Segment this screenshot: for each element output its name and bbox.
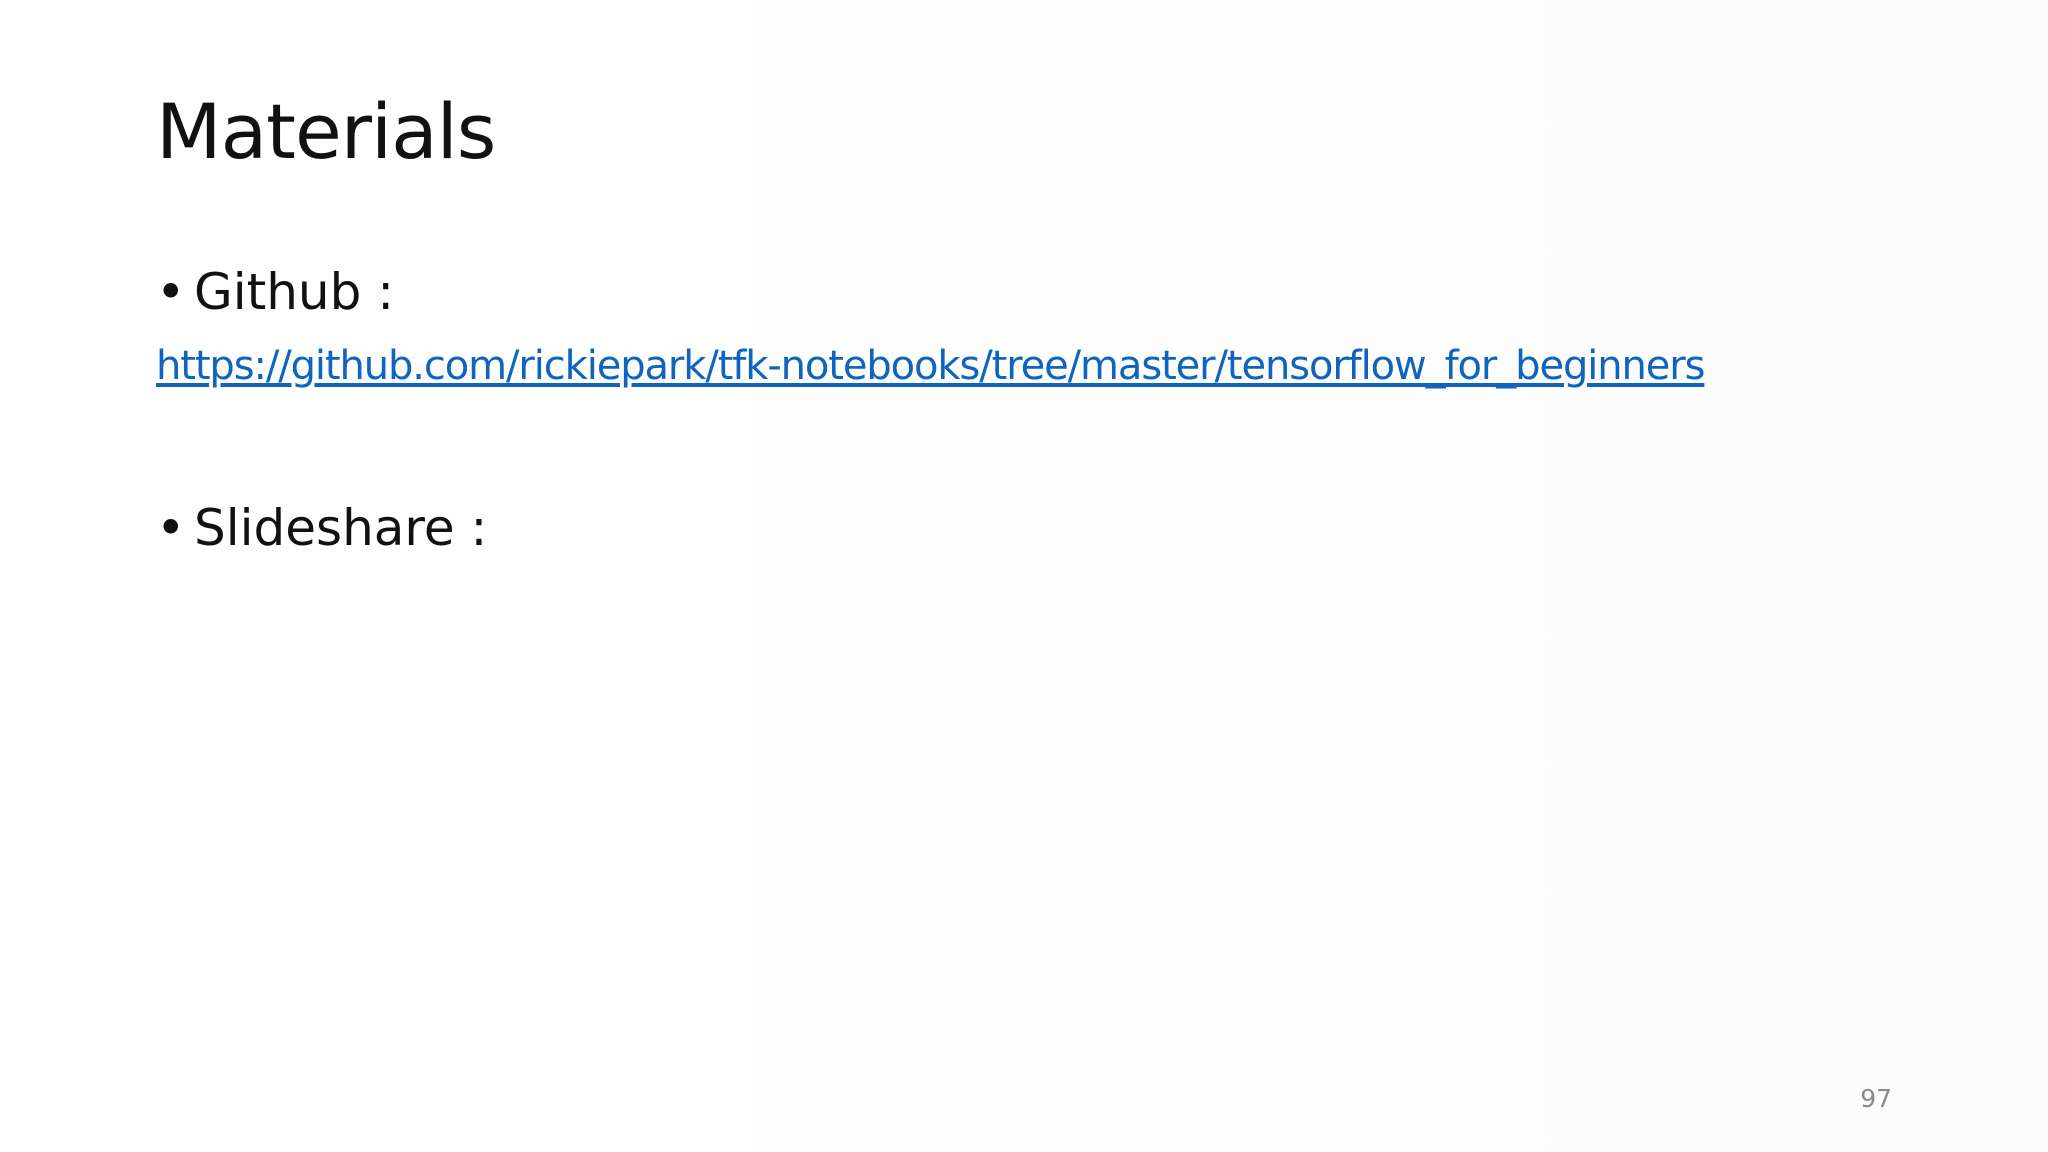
bullet-marker: • bbox=[156, 499, 186, 557]
slide-title: Materials bbox=[156, 87, 496, 176]
github-link[interactable]: https://github.com/rickiepark/tfk-notebo… bbox=[156, 343, 1705, 389]
bullet-marker: • bbox=[156, 263, 186, 321]
bullet-slideshare: •Slideshare : bbox=[156, 498, 487, 558]
bullet-github: •Github : bbox=[156, 262, 394, 322]
bullet-slideshare-label: Slideshare : bbox=[194, 499, 488, 557]
page-number: 97 bbox=[1860, 1084, 1892, 1113]
bullet-github-label: Github : bbox=[194, 263, 395, 321]
